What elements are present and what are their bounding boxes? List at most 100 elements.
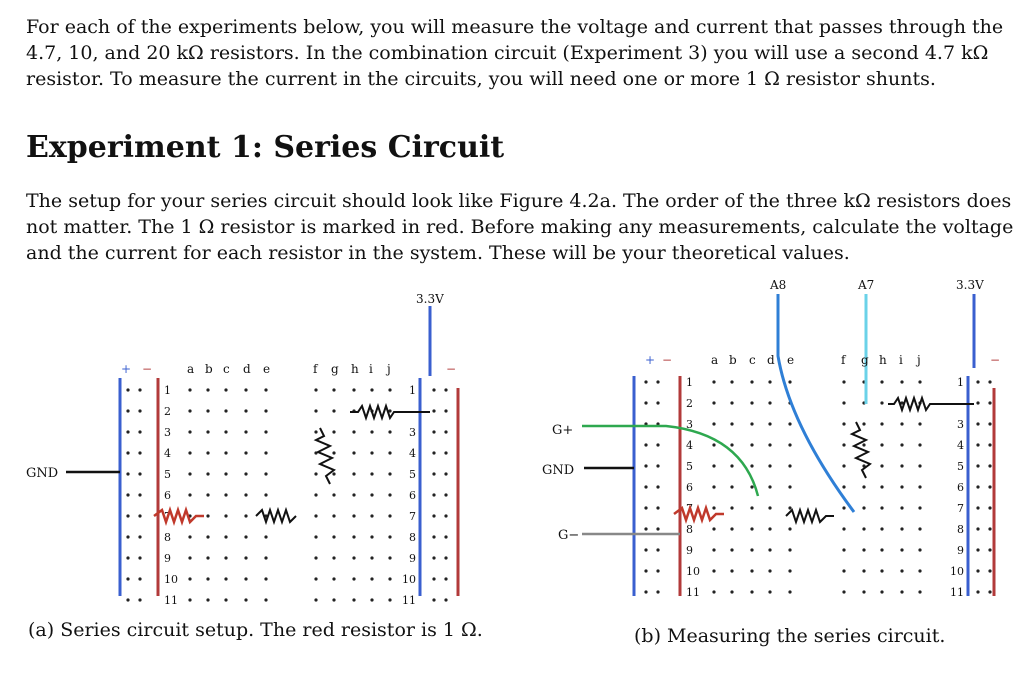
- hole-dot: [842, 380, 846, 384]
- hole-dot: [332, 451, 336, 455]
- hole-dot: [730, 527, 734, 531]
- hole-dot: [768, 464, 772, 468]
- shunt-resistor-red: [673, 504, 724, 524]
- hole-dot: [388, 451, 392, 455]
- hole-dot: [750, 443, 754, 447]
- hole-dot: [988, 485, 992, 489]
- hole-dot: [388, 493, 392, 497]
- hole-dot: [730, 506, 734, 510]
- hole-dot: [842, 527, 846, 531]
- hole-dot: [842, 548, 846, 552]
- hole-dot: [138, 430, 142, 434]
- hole-dot: [900, 569, 904, 573]
- row-number: 11: [686, 586, 700, 599]
- hole-dot: [900, 548, 904, 552]
- minus-label: −: [142, 362, 152, 376]
- hole-dot: [918, 548, 922, 552]
- hole-dot: [730, 548, 734, 552]
- v33-label: 3.3V: [416, 292, 444, 306]
- row-number: 3: [164, 426, 171, 439]
- hole-dot: [750, 380, 754, 384]
- row-number: 8: [686, 523, 693, 536]
- hole-dot: [444, 451, 448, 455]
- intro-paragraph: For each of the experiments below, you w…: [26, 16, 1004, 90]
- hole-dot: [188, 535, 192, 539]
- hole-dot: [712, 590, 716, 594]
- hole-dot: [264, 535, 268, 539]
- a8-probe-wire: [776, 294, 856, 513]
- hole-dot: [712, 548, 716, 552]
- hole-dot: [880, 506, 884, 510]
- hole-dot: [862, 485, 866, 489]
- minus-label-right: −: [990, 353, 1000, 367]
- row-number: 1: [686, 376, 693, 389]
- hole-dot: [188, 493, 192, 497]
- hole-dot: [432, 493, 436, 497]
- hole-dot: [768, 506, 772, 510]
- hole-dot: [900, 380, 904, 384]
- hole-dot: [388, 514, 392, 518]
- caption-a: (a) Series circuit setup. The red resist…: [28, 619, 483, 641]
- gnd-label: GND: [542, 463, 574, 478]
- hole-dot: [352, 514, 356, 518]
- hole-dot: [918, 380, 922, 384]
- hole-dot: [352, 577, 356, 581]
- hole-dot: [314, 577, 318, 581]
- hole-dot: [976, 422, 980, 426]
- hole-dot: [644, 527, 648, 531]
- row-number-right: 5: [409, 468, 416, 481]
- hole-dot: [880, 548, 884, 552]
- hole-dot: [730, 569, 734, 573]
- hole-dot: [264, 577, 268, 581]
- hole-dot: [644, 485, 648, 489]
- hole-dot: [712, 443, 716, 447]
- hole-dot: [976, 464, 980, 468]
- row-number: 4: [686, 439, 693, 452]
- minus-label: −: [662, 353, 672, 367]
- hole-dot: [388, 535, 392, 539]
- hole-dot: [788, 569, 792, 573]
- hole-dot: [880, 443, 884, 447]
- hole-dot: [138, 451, 142, 455]
- hole-dot: [750, 464, 754, 468]
- row-number: 9: [164, 552, 171, 565]
- hole-dot: [244, 430, 248, 434]
- hole-dot: [138, 598, 142, 602]
- hole-dot: [224, 535, 228, 539]
- hole-dot: [388, 430, 392, 434]
- hole-dot: [444, 577, 448, 581]
- setup-paragraph: The setup for your series circuit should…: [26, 190, 1014, 264]
- row-number: 2: [164, 405, 171, 418]
- row-number-right: 1: [409, 384, 416, 397]
- row-number: 10: [164, 573, 178, 586]
- hole-dot: [976, 569, 980, 573]
- row-number-right: 9: [957, 544, 964, 557]
- hole-dot: [388, 556, 392, 560]
- hole-dot: [988, 401, 992, 405]
- row-number-right: 4: [957, 439, 964, 452]
- hole-dot: [370, 493, 374, 497]
- resistor-top-right: [888, 394, 974, 414]
- column-letter: e: [787, 353, 794, 367]
- hole-dot: [750, 506, 754, 510]
- row-number-right: 3: [409, 426, 416, 439]
- hole-dot: [842, 590, 846, 594]
- column-letter: f: [313, 362, 319, 376]
- hole-dot: [862, 548, 866, 552]
- column-letter: a: [187, 362, 194, 376]
- hole-dot: [444, 430, 448, 434]
- hole-dot: [842, 464, 846, 468]
- row-number-right: 7: [409, 510, 416, 523]
- hole-dot: [332, 577, 336, 581]
- hole-dot: [206, 577, 210, 581]
- hole-dot: [206, 598, 210, 602]
- hole-dot: [188, 430, 192, 434]
- hole-dot: [126, 535, 130, 539]
- hole-dot: [656, 590, 660, 594]
- hole-dot: [644, 443, 648, 447]
- hole-dot: [126, 514, 130, 518]
- hole-dot: [206, 409, 210, 413]
- resistor-diagonal: [313, 427, 336, 485]
- hole-dot: [224, 430, 228, 434]
